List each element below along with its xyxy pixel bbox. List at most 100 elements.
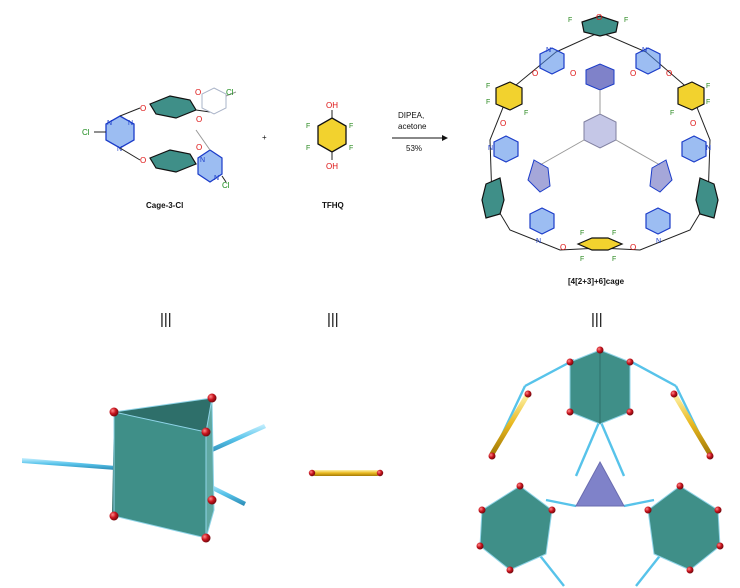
vertex-node xyxy=(207,495,217,505)
vertex-node xyxy=(716,542,724,550)
fluorine-atom: F xyxy=(306,123,310,130)
vertex-node xyxy=(308,469,316,477)
n-atom: N xyxy=(642,47,647,54)
vertex-node xyxy=(644,506,652,514)
vertex-node xyxy=(566,358,574,366)
oxygen-atom: O xyxy=(630,243,636,252)
vertex-node xyxy=(201,427,211,437)
vertex-node xyxy=(670,390,678,398)
yield-text: 53% xyxy=(406,144,422,153)
triazine-lower-right xyxy=(645,207,671,235)
gold-linker-rod xyxy=(671,391,713,457)
fluorine-atom: F xyxy=(580,230,584,237)
conditions-line2: acetone xyxy=(398,122,427,131)
vertex-node xyxy=(548,506,556,514)
vertex-node xyxy=(201,533,211,543)
equivalence-symbol-middle: ||| xyxy=(327,311,339,328)
vertex-node xyxy=(626,408,634,416)
tetrafluoro-ring-bottom xyxy=(576,237,624,251)
fluorine-atom: F xyxy=(706,83,710,90)
oxygen-atom: O xyxy=(690,119,696,128)
aryl-ring-lower xyxy=(149,149,197,173)
tfhq-structure: OH OH F F F F xyxy=(306,101,353,171)
vertex-node xyxy=(524,390,532,398)
chlorine-atom: Cl xyxy=(82,128,90,137)
fluorine-atom: F xyxy=(306,145,310,152)
oxygen-atom: O xyxy=(196,115,202,124)
fluorine-atom: F xyxy=(349,145,353,152)
vertex-node xyxy=(506,566,514,574)
arrow-head xyxy=(442,135,448,141)
central-triazine-right xyxy=(649,159,673,193)
cyan-rod-lower-right xyxy=(204,482,246,506)
gold-linker-rod xyxy=(489,391,531,457)
vertex-node xyxy=(516,482,524,490)
triazine-right xyxy=(681,135,707,163)
reactant2-label: TFHQ xyxy=(322,201,344,210)
tetrafluoro-ring-left xyxy=(495,81,523,111)
chlorine-atom: Cl xyxy=(226,88,234,97)
oxygen-atom: O xyxy=(570,69,576,78)
triazine-lower-left xyxy=(529,207,555,235)
vertex-node xyxy=(488,452,496,460)
hydroxyl-bottom: OH xyxy=(326,162,338,171)
cage-3-cl-structure: N N N Cl O O O O Cl O N N Cl xyxy=(82,87,237,190)
fluorine-atom: F xyxy=(349,123,353,130)
n-atom: N xyxy=(200,157,205,164)
fluorine-atom: F xyxy=(568,17,572,24)
triazine-left xyxy=(493,135,519,163)
vertex-node xyxy=(478,506,486,514)
aryl-ring-lower-right xyxy=(695,177,719,219)
cyan-rod-upper-right xyxy=(206,424,266,454)
vertex-node xyxy=(207,393,217,403)
aryl-ring-lower-left xyxy=(481,177,505,219)
fluorine-atom: F xyxy=(612,230,616,237)
oxygen-atom: O xyxy=(140,104,146,113)
oxygen-atom: O xyxy=(195,88,201,97)
cyan-rod-left xyxy=(22,458,116,470)
fluorine-atom: F xyxy=(524,110,528,117)
vertex-node xyxy=(676,482,684,490)
oxygen-atom: O xyxy=(630,69,636,78)
chlorine-atom: Cl xyxy=(222,181,230,190)
fluorine-atom: F xyxy=(612,256,616,263)
vertex-node xyxy=(596,346,604,354)
n-atom: N xyxy=(128,120,133,127)
gold-linker-rod xyxy=(312,470,380,476)
n-atom: N xyxy=(117,146,122,153)
reactant1-label: Cage-3-Cl xyxy=(146,201,183,210)
gold-linkers xyxy=(489,391,713,588)
n-atom: N xyxy=(488,145,493,152)
hydroxyl-top: OH xyxy=(326,101,338,110)
product-label: [4[2+3]+6]cage xyxy=(568,277,625,286)
triazine-upper-left xyxy=(539,47,565,75)
vertex-node xyxy=(706,452,714,460)
n-atom: N xyxy=(656,238,661,245)
vertex-node xyxy=(686,566,694,574)
n-atom: N xyxy=(706,145,711,152)
tetrafluoro-ring xyxy=(317,117,347,153)
oxygen-atom: O xyxy=(196,143,202,152)
central-triangle xyxy=(575,460,625,507)
equivalence-symbol-right: ||| xyxy=(591,311,603,328)
central-aryl-ring xyxy=(583,113,617,149)
prism-front-face xyxy=(113,411,207,539)
central-triazine-left xyxy=(527,159,551,193)
n-atom: N xyxy=(536,238,541,245)
oxygen-atom: O xyxy=(532,69,538,78)
vertex-node xyxy=(476,542,484,550)
vertex-node xyxy=(109,407,119,417)
fluorine-atom: F xyxy=(486,99,490,106)
vertex-node xyxy=(626,358,634,366)
prism-building-block xyxy=(22,393,266,543)
oxygen-atom: O xyxy=(560,243,566,252)
fluorine-atom: F xyxy=(624,17,628,24)
aryl-ring-upper xyxy=(149,95,197,119)
fluorine-atom: F xyxy=(706,99,710,106)
linker-rod-block xyxy=(308,469,384,477)
n-atom: N xyxy=(214,175,219,182)
product-cage-structure: O F F N O O N O O F F F O F F F O N N xyxy=(481,13,719,263)
conditions-line1: DIPEA, xyxy=(398,111,424,120)
